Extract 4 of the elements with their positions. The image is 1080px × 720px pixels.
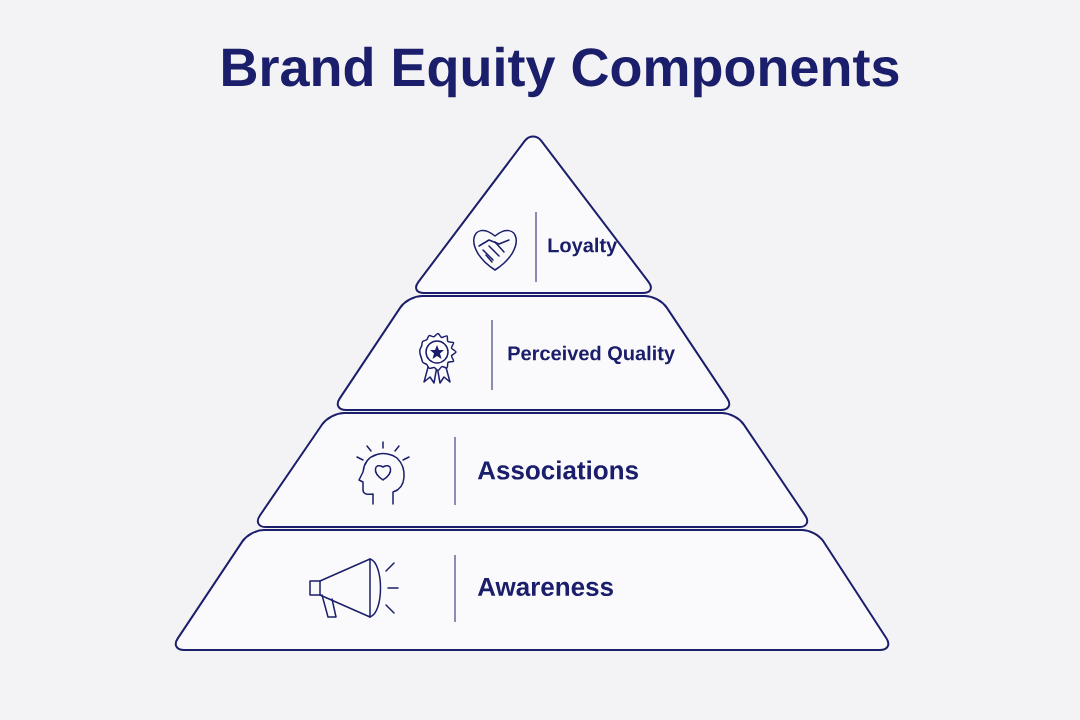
- title: Brand Equity Components: [223, 46, 899, 98]
- pyramid-tier: Loyalty: [415, 135, 652, 294]
- pyramid-tier: Associations: [256, 412, 809, 528]
- pyramid-tier: Perceived Quality: [336, 295, 731, 411]
